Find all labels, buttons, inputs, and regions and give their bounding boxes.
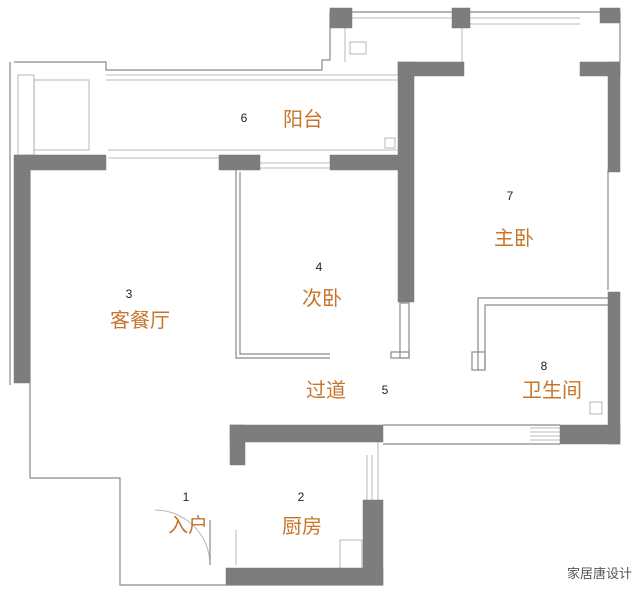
room-5-name: 过道 bbox=[306, 379, 346, 402]
room-4-second-bedroom: 4 次卧 bbox=[302, 260, 342, 310]
room-7-master-bedroom: 7 主卧 bbox=[494, 189, 534, 250]
room-8-number: 8 bbox=[541, 359, 548, 373]
room-1-entry: 1 入户 bbox=[168, 490, 208, 537]
room-4-number: 4 bbox=[316, 260, 323, 274]
room-6-name: 阳台 bbox=[283, 108, 323, 131]
room-1-number: 1 bbox=[183, 490, 190, 504]
room-6-balcony: 6 阳台 bbox=[241, 108, 323, 131]
watermark: 家居唐设计 bbox=[567, 566, 632, 581]
room-3-living-dining: 3 客餐厅 bbox=[110, 287, 170, 332]
room-1-name: 入户 bbox=[168, 514, 208, 537]
room-5-number: 5 bbox=[382, 383, 389, 397]
room-3-number: 3 bbox=[126, 287, 133, 301]
room-6-number: 6 bbox=[241, 111, 248, 125]
walls bbox=[13, 7, 621, 586]
room-8-bathroom: 8 卫生间 bbox=[522, 359, 582, 402]
room-2-number: 2 bbox=[298, 490, 305, 504]
room-2-kitchen: 2 厨房 bbox=[282, 490, 322, 538]
room-7-number: 7 bbox=[507, 189, 514, 203]
room-3-name: 客餐厅 bbox=[110, 309, 170, 332]
room-7-name: 主卧 bbox=[494, 227, 534, 250]
room-2-name: 厨房 bbox=[282, 515, 322, 538]
room-5-corridor: 过道 5 bbox=[306, 379, 389, 402]
room-4-name: 次卧 bbox=[302, 287, 342, 310]
room-8-name: 卫生间 bbox=[522, 379, 582, 402]
